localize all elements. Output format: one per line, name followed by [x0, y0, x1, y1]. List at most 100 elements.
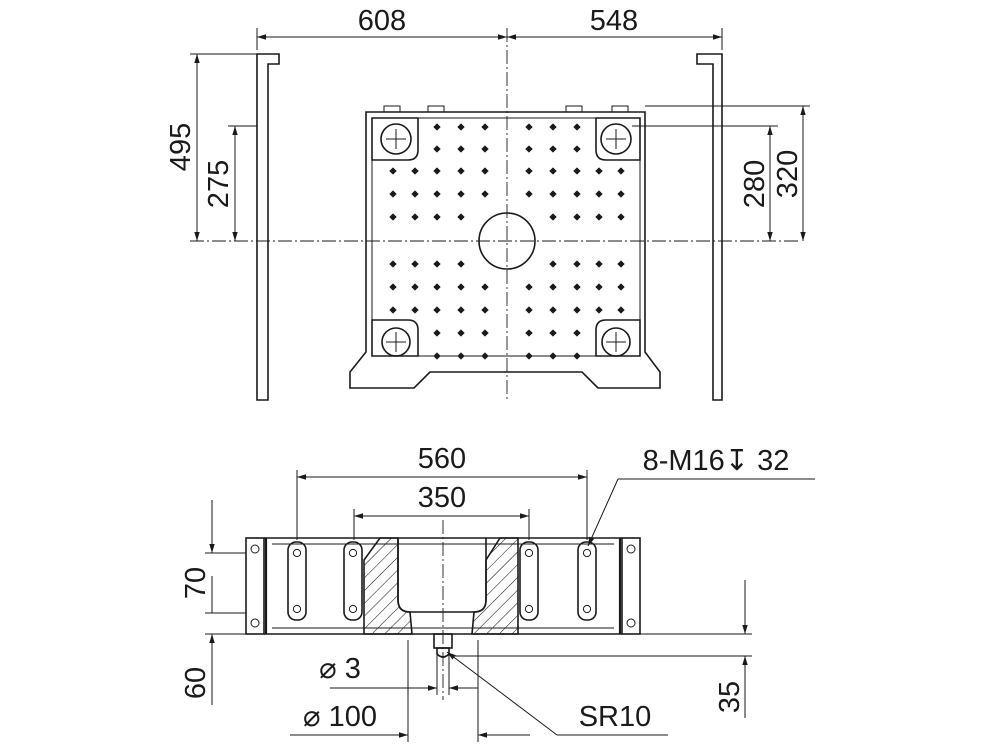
- mounting-hole: [595, 167, 603, 175]
- top-lug: [427, 105, 445, 113]
- t-slot: [343, 541, 363, 621]
- mounting-hole: [549, 352, 557, 360]
- mounting-hole: [433, 306, 441, 314]
- mounting-hole: [617, 283, 625, 291]
- mounting-hole: [411, 306, 419, 314]
- mounting-hole: [433, 167, 441, 175]
- mounting-hole: [433, 329, 441, 337]
- mounting-hole: [481, 329, 489, 337]
- sr10-leader: [446, 651, 558, 736]
- mounting-hole: [525, 352, 533, 360]
- mounting-hole: [595, 213, 603, 221]
- mounting-hole: [525, 145, 533, 153]
- mounting-hole: [481, 352, 489, 360]
- thread-callout-label: 8-M16↧ 32: [643, 445, 790, 477]
- slot-screw: [348, 604, 358, 614]
- left-tie-bar: [256, 53, 280, 401]
- dim-70-label: 70: [180, 567, 212, 599]
- mounting-hole: [411, 213, 419, 221]
- mounting-hole: [573, 213, 581, 221]
- mounting-hole-pattern: [389, 123, 625, 360]
- slot-screw: [348, 548, 358, 558]
- dim-dia3-label: ⌀ 3: [319, 653, 361, 685]
- mounting-hole: [549, 306, 557, 314]
- mounting-hole: [389, 283, 397, 291]
- mounting-hole: [481, 283, 489, 291]
- mounting-hole: [457, 260, 465, 268]
- dim-dia100-label: ⌀ 100: [303, 701, 377, 733]
- bushing-section-left: [363, 537, 413, 635]
- end-plate-screw: [250, 544, 260, 554]
- mounting-hole: [525, 306, 533, 314]
- mounting-hole: [549, 145, 557, 153]
- dim-495-label: 495: [165, 123, 197, 171]
- mounting-hole: [595, 306, 603, 314]
- mounting-hole: [549, 283, 557, 291]
- end-plate-screw: [626, 544, 636, 554]
- slot-screws: [292, 548, 592, 614]
- mounting-hole: [433, 123, 441, 131]
- mounting-hole: [433, 190, 441, 198]
- mounting-hole: [411, 283, 419, 291]
- mounting-hole: [617, 260, 625, 268]
- corner-boss-tl: [371, 117, 419, 161]
- dim-35-label: 35: [714, 681, 746, 713]
- dim-275-label: 275: [203, 160, 235, 208]
- mounting-hole: [411, 260, 419, 268]
- tie-bar-hole-bl: [381, 327, 411, 357]
- mounting-hole: [617, 306, 625, 314]
- t-slot: [287, 541, 307, 621]
- mounting-hole: [389, 167, 397, 175]
- mounting-hole: [573, 260, 581, 268]
- mounting-hole: [433, 283, 441, 291]
- tie-bar-hole-tl: [380, 123, 412, 155]
- mounting-hole: [481, 306, 489, 314]
- dim-560-label: 560: [418, 443, 466, 475]
- mounting-hole: [481, 145, 489, 153]
- mounting-hole: [573, 352, 581, 360]
- mounting-hole: [525, 190, 533, 198]
- slot-screw: [582, 604, 592, 614]
- mounting-hole: [549, 123, 557, 131]
- mounting-hole: [549, 260, 557, 268]
- mounting-hole: [573, 190, 581, 198]
- mounting-hole: [389, 260, 397, 268]
- mounting-hole: [573, 283, 581, 291]
- corner-boss-tr: [595, 117, 641, 161]
- mounting-hole: [457, 283, 465, 291]
- top-lug: [611, 105, 629, 113]
- dim-280-label: 280: [739, 160, 771, 208]
- mounting-hole: [595, 190, 603, 198]
- end-plate-screw: [626, 618, 636, 628]
- corner-boss-bl: [371, 319, 419, 357]
- top-view: 608 548 495 275 280 320: [165, 5, 810, 401]
- slot-screw: [292, 548, 302, 558]
- dim-320-label: 320: [772, 150, 804, 198]
- thread-leader: [587, 478, 619, 547]
- mounting-hole: [525, 283, 533, 291]
- mounting-hole: [549, 190, 557, 198]
- top-lug: [565, 105, 583, 113]
- t-slot: [519, 541, 539, 621]
- mounting-hole: [457, 306, 465, 314]
- mounting-hole: [617, 190, 625, 198]
- mounting-hole: [573, 145, 581, 153]
- left-end-plate: [245, 537, 265, 635]
- mounting-hole: [481, 123, 489, 131]
- slot-screw: [524, 604, 534, 614]
- mounting-hole: [525, 329, 533, 337]
- mounting-hole: [389, 190, 397, 198]
- mounting-hole: [457, 213, 465, 221]
- top-lug: [383, 105, 401, 113]
- mounting-hole: [457, 123, 465, 131]
- mounting-hole: [411, 167, 419, 175]
- mounting-hole: [457, 167, 465, 175]
- mounting-hole: [573, 306, 581, 314]
- mounting-hole: [433, 213, 441, 221]
- mounting-hole: [433, 352, 441, 360]
- mounting-hole: [573, 167, 581, 175]
- end-plate-screw: [250, 618, 260, 628]
- mounting-hole: [595, 260, 603, 268]
- slot-screw: [524, 548, 534, 558]
